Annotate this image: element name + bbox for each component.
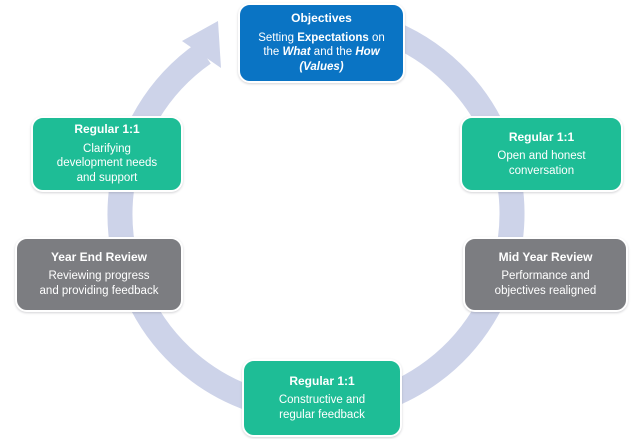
objectives-body: Setting Expectations on the What and the… (258, 31, 385, 75)
mid-year-review-title: Mid Year Review (498, 250, 593, 265)
regular-1-1-left-body: Clarifying development needs and support (56, 142, 158, 185)
objectives-line-3: (Values) (299, 61, 344, 74)
regular-1-1-bottom-title: Regular 1:1 (289, 373, 355, 388)
regular-1-1-right-body: Open and honest conversation (497, 149, 586, 177)
objectives-box: Objectives Setting Expectations on the W… (238, 3, 405, 83)
regular-1-1-bottom-body: Constructive and regular feedback (278, 393, 366, 421)
objectives-title: Objectives (291, 11, 352, 26)
cycle-arrowhead-icon (182, 21, 221, 68)
year-end-review-box: Year End Review Reviewing progress and p… (15, 237, 183, 312)
objectives-line-2: the What and the How (263, 46, 380, 59)
regular-1-1-right-title: Regular 1:1 (508, 129, 575, 144)
regular-1-1-left-title: Regular 1:1 (74, 122, 140, 137)
year-end-review-title: Year End Review (50, 250, 148, 265)
mid-year-review-box: Mid Year Review Performance and objectiv… (463, 237, 628, 312)
regular-1-1-left-box: Regular 1:1 Clarifying development needs… (31, 116, 183, 192)
regular-1-1-right-box: Regular 1:1 Open and honest conversation (460, 116, 623, 192)
year-end-review-body: Reviewing progress and providing feedbac… (39, 270, 159, 298)
objectives-line-1: Setting Expectations on (258, 31, 385, 44)
regular-1-1-bottom-box: Regular 1:1 Constructive and regular fee… (242, 359, 402, 437)
mid-year-review-body: Performance and objectives realigned (494, 270, 597, 298)
cycle-arrow-arc (107, 18, 525, 423)
